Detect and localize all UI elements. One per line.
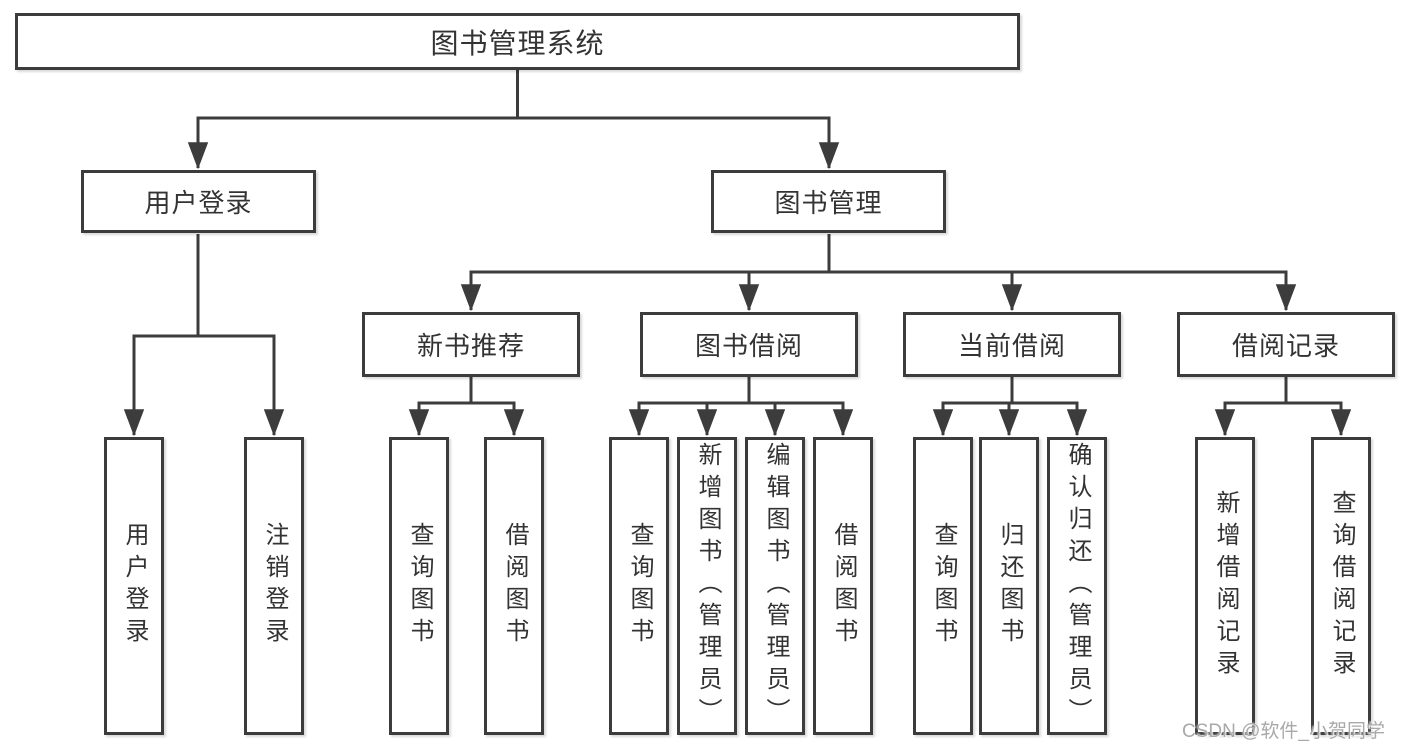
- node-system-root: 图书管理系统: [15, 13, 1020, 70]
- node-leaf-add-book-admin: 新增图书（管理员）: [677, 437, 737, 735]
- node-leaf-query-borrow-record: 查询借阅记录: [1311, 437, 1371, 735]
- node-leaf-recommend-query-books: 查询图书: [389, 437, 449, 735]
- node-leaf-confirm-return-admin-label: 确认归还（管理员）: [1064, 442, 1091, 730]
- node-leaf-recommend-borrow-books-label: 借阅图书: [501, 522, 528, 650]
- node-leaf-recommend-borrow-books: 借阅图书: [484, 437, 544, 735]
- node-book-management-label: 图书管理: [774, 188, 883, 218]
- node-leaf-user-login-label: 用户登录: [121, 522, 148, 650]
- node-leaf-borrow-query-books: 查询图书: [609, 437, 669, 735]
- node-system-root-label: 图书管理系统: [430, 27, 605, 59]
- node-new-book-recommend: 新书推荐: [362, 312, 580, 377]
- node-leaf-recommend-query-books-label: 查询图书: [406, 522, 433, 650]
- node-user-login-label: 用户登录: [144, 188, 253, 218]
- node-leaf-current-query-books-label: 查询图书: [930, 522, 957, 650]
- node-leaf-add-book-admin-label: 新增图书（管理员）: [694, 442, 721, 730]
- node-book-management: 图书管理: [711, 170, 946, 233]
- node-leaf-add-borrow-record: 新增借阅记录: [1195, 437, 1255, 735]
- node-borrow-records: 借阅记录: [1177, 312, 1395, 377]
- node-current-borrow: 当前借阅: [903, 312, 1121, 377]
- node-book-borrow-label: 图书借阅: [694, 331, 803, 361]
- node-leaf-return-book: 归还图书: [979, 437, 1039, 735]
- node-book-borrow: 图书借阅: [640, 312, 858, 377]
- node-new-book-recommend-label: 新书推荐: [416, 331, 525, 361]
- node-borrow-records-label: 借阅记录: [1231, 331, 1340, 361]
- node-leaf-logout-label: 注销登录: [261, 522, 288, 650]
- node-leaf-edit-book-admin: 编辑图书（管理员）: [745, 437, 805, 735]
- node-leaf-edit-book-admin-label: 编辑图书（管理员）: [762, 442, 789, 730]
- node-leaf-return-book-label: 归还图书: [996, 522, 1023, 650]
- node-leaf-add-borrow-record-label: 新增借阅记录: [1212, 490, 1239, 682]
- node-current-borrow-label: 当前借阅: [957, 331, 1066, 361]
- node-leaf-current-query-books: 查询图书: [913, 437, 973, 735]
- csdn-watermark: CSDN @软件_小贺同学: [1182, 721, 1385, 742]
- node-leaf-borrow-query-books-label: 查询图书: [626, 522, 653, 650]
- node-user-login: 用户登录: [81, 170, 316, 233]
- node-leaf-confirm-return-admin: 确认归还（管理员）: [1047, 437, 1107, 735]
- node-leaf-borrow-book: 借阅图书: [813, 437, 873, 735]
- node-leaf-user-login: 用户登录: [104, 437, 164, 735]
- node-leaf-logout: 注销登录: [244, 437, 304, 735]
- node-leaf-borrow-book-label: 借阅图书: [830, 522, 857, 650]
- node-leaf-query-borrow-record-label: 查询借阅记录: [1328, 490, 1355, 682]
